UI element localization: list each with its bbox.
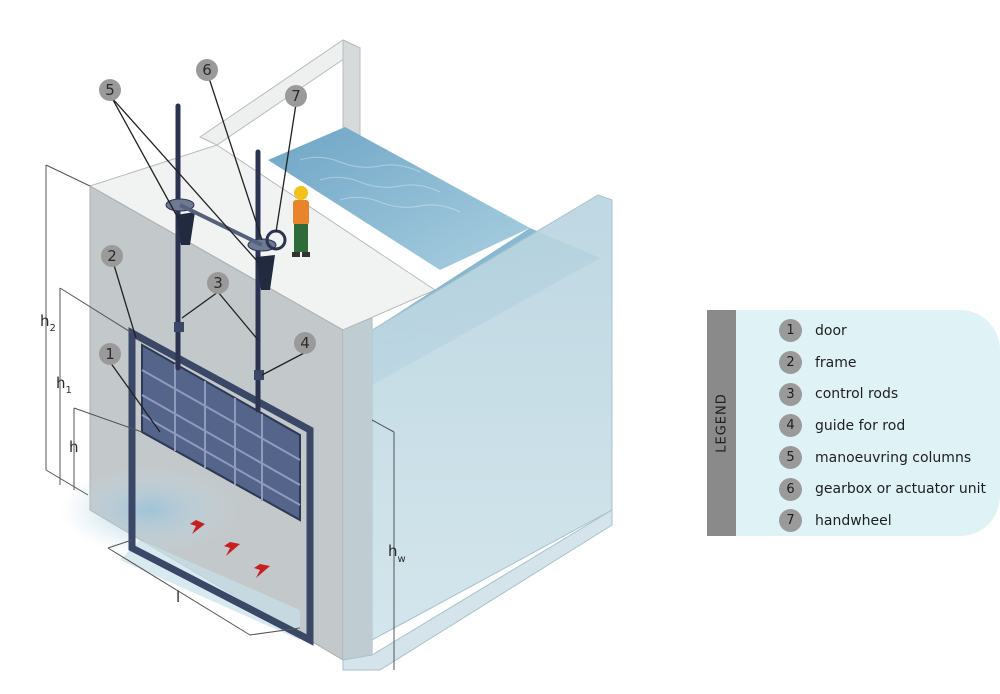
gate-assembly: [128, 327, 314, 646]
dimension-hw: hw: [388, 542, 406, 565]
manoeuvring-columns: [176, 212, 275, 290]
dimension-l: l: [176, 588, 180, 606]
svg-text:1: 1: [105, 345, 115, 363]
legend-label: manoeuvring columns: [815, 449, 972, 466]
legend-panel: 1 door 2 frame 3 control rods 4 guide for ro…: [736, 310, 1000, 536]
callout-3: 3: [207, 272, 229, 294]
callout-2: 2: [101, 245, 123, 267]
legend-item: 5 manoeuvring columns: [779, 442, 986, 474]
legend-item: 3 control rods: [779, 378, 986, 410]
dimension-h: h: [69, 438, 79, 456]
outflow-splash: [60, 465, 240, 555]
tank-bottom: [342, 509, 613, 671]
gate-door: [141, 343, 301, 522]
svg-text:7: 7: [291, 87, 301, 105]
gate-frame: [128, 327, 314, 646]
back-wall-top: [198, 39, 362, 146]
dimension-h1: h1: [56, 374, 72, 396]
legend-number: 4: [779, 414, 802, 438]
svg-text:l: l: [176, 588, 180, 606]
callout-7: 7: [285, 85, 307, 107]
legend-list: 1 door 2 frame 3 control rods 4 guide for ro…: [779, 315, 986, 537]
callout-6: 6: [196, 59, 218, 81]
legend: LEGEND 1 door 2 frame 3 control rods 4 guide…: [707, 310, 1000, 536]
tank-side: [371, 194, 613, 641]
upstream-water: [268, 127, 530, 270]
legend-label: frame: [815, 354, 857, 371]
worker-figure: [292, 186, 310, 257]
svg-text:4: 4: [300, 334, 310, 352]
svg-text:h1: h1: [56, 374, 72, 396]
callout-4: 4: [294, 332, 316, 354]
legend-item: 4 guide for rod: [779, 410, 986, 442]
legend-item: 1 door: [779, 315, 986, 347]
legend-number: 7: [779, 509, 802, 533]
svg-text:h: h: [69, 438, 79, 456]
legend-number: 2: [779, 351, 802, 375]
legend-label: control rods: [815, 386, 899, 403]
svg-text:6: 6: [202, 61, 212, 79]
legend-label: door: [815, 322, 847, 339]
tank-front: [343, 318, 372, 660]
dimension-lines: [45, 164, 395, 670]
legend-item: 2 frame: [779, 347, 986, 379]
legend-number: 6: [779, 477, 802, 501]
legend-number: 1: [779, 319, 802, 343]
door-ribs: [141, 364, 301, 506]
transparent-tank: [342, 194, 613, 671]
gearbox-unit: [165, 198, 277, 252]
rod-guides: [174, 322, 264, 380]
svg-text:5: 5: [105, 81, 115, 99]
legend-item: 6 gearbox or actuator unit: [779, 473, 986, 505]
dimension-h2: h2: [40, 312, 56, 334]
legend-label: handwheel: [815, 512, 892, 529]
flow-arrows: [190, 520, 270, 578]
callout-1: 1: [99, 343, 121, 365]
svg-text:2: 2: [107, 247, 117, 265]
svg-text:hw: hw: [388, 542, 406, 565]
legend-title: LEGEND: [714, 393, 729, 453]
legend-number: 3: [779, 382, 802, 406]
legend-label: gearbox or actuator unit: [815, 481, 986, 498]
legend-item: 7 handwheel: [779, 505, 986, 537]
svg-text:3: 3: [213, 274, 223, 292]
legend-label: guide for rod: [815, 417, 906, 434]
callout-5: 5: [99, 79, 121, 101]
legend-number: 5: [779, 446, 802, 470]
leader-lines: [109, 77, 307, 433]
legend-title-bar: LEGEND: [707, 310, 736, 536]
svg-text:h2: h2: [40, 312, 56, 334]
